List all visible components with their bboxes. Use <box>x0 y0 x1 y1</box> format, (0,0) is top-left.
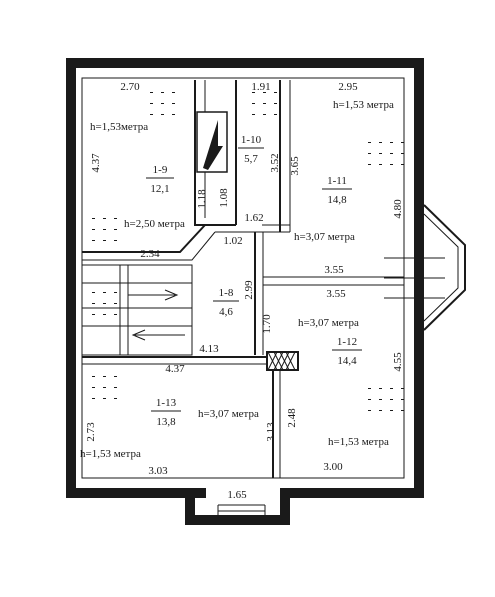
room-1-12: 1-12 14,4 <box>332 336 362 367</box>
dimension: 2.99 <box>243 280 255 300</box>
dimension: 2.70 <box>120 81 140 93</box>
dimension: 2.73 <box>85 422 97 442</box>
dimension: 4.37 <box>90 153 102 173</box>
dimension: 3.03 <box>148 465 168 477</box>
dimension: 1.08 <box>218 188 230 208</box>
room-area: 14,8 <box>327 194 347 206</box>
dimension: 4.80 <box>392 199 404 219</box>
room-1-8: 1-8 4,6 <box>213 287 239 318</box>
dimension: 3.52 <box>269 153 281 172</box>
room-id: 1-11 <box>327 175 347 187</box>
room-id: 1-12 <box>337 336 357 348</box>
height-label: h=2,50 метра <box>124 218 185 230</box>
height-label: h=1,53 метра <box>333 99 394 111</box>
interior-walls <box>82 80 404 478</box>
room-labels: 1-9 12,1 1-10 5,7 1-11 14,8 1-8 4,6 1-12… <box>146 134 362 428</box>
height-label: h=3,07 метра <box>294 231 355 243</box>
height-label: h=3,07 метра <box>298 317 359 329</box>
ceiling-markers <box>92 92 404 411</box>
room-area: 12,1 <box>150 183 169 195</box>
dimension: 2.95 <box>338 81 358 93</box>
dimension: 3.13 <box>265 422 277 442</box>
entrance-steps <box>217 504 266 515</box>
room-id: 1-10 <box>241 134 262 146</box>
staircase <box>81 264 193 356</box>
dimension: 1.65 <box>227 489 247 501</box>
dimension: 1.02 <box>223 235 242 247</box>
dimension: 2.48 <box>286 408 298 428</box>
dimension: 4.13 <box>199 343 219 355</box>
dimension: 3.00 <box>323 461 343 473</box>
height-label: h=3,07 метра <box>198 408 259 420</box>
room-id: 1-13 <box>156 397 177 409</box>
dimension: 4.37 <box>165 363 185 375</box>
dimension: 1.91 <box>251 81 270 93</box>
room-area: 14,4 <box>337 355 357 367</box>
height-label: h=1,53 метра <box>328 436 389 448</box>
height-label: h=1,53 метра <box>80 448 141 460</box>
height-label: h=1,53метра <box>90 121 148 133</box>
bay-window <box>384 204 466 331</box>
ceiling-heights: h=1,53метра h=1,53 метра h=2,50 метра h=… <box>80 99 394 460</box>
dimension: 1.62 <box>244 212 263 224</box>
dimension: 3.65 <box>289 156 301 176</box>
dimension: 3.55 <box>324 264 344 276</box>
dimension: 2.34 <box>140 248 160 260</box>
room-1-13: 1-13 13,8 <box>151 397 181 428</box>
room-1-9: 1-9 12,1 <box>146 164 174 195</box>
room-1-10: 1-10 5,7 <box>238 134 264 165</box>
room-area: 4,6 <box>219 306 233 318</box>
dimension: 4.55 <box>392 352 404 372</box>
room-1-11: 1-11 14,8 <box>322 175 352 206</box>
dimension: 1.70 <box>261 314 273 334</box>
room-id: 1-9 <box>153 164 168 176</box>
chimney-symbol <box>196 111 228 173</box>
room-id: 1-8 <box>219 287 234 299</box>
room-area: 5,7 <box>244 153 258 165</box>
room-area: 13,8 <box>156 416 176 428</box>
dimension-labels: 2.70 1.91 2.95 4.37 3.52 3.65 1.18 1.08 … <box>85 81 404 501</box>
dimension: 3.55 <box>326 288 346 300</box>
dimension: 1.18 <box>196 189 208 209</box>
